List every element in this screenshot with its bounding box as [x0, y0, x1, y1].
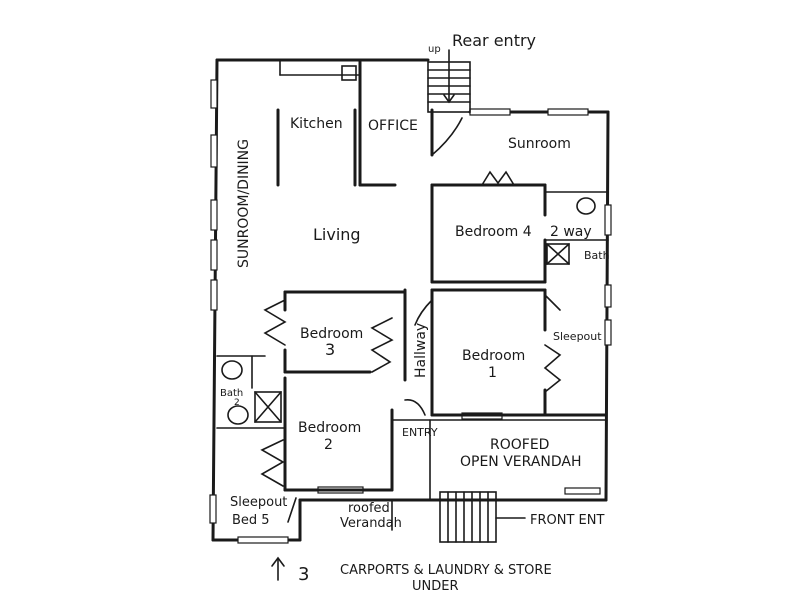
bedroom4-label: Bedroom 4 [455, 224, 532, 240]
two-way-label: 2 way [550, 224, 592, 240]
footer-arrow-count: 3 [298, 564, 309, 585]
rear-entry-label: Rear entry [452, 31, 536, 50]
bath-label: Bath [584, 249, 610, 262]
roofed-verandah-label-1: roofed [348, 501, 390, 516]
verandah [391, 419, 607, 531]
bedroom1-walls [403, 288, 608, 417]
footer-up-arrow-icon [271, 556, 285, 581]
entry-label: ENTRY [402, 426, 438, 439]
living-label: Living [313, 225, 361, 244]
front-entry-label: FRONT ENT [530, 513, 604, 528]
bedroom3-number: 3 [325, 340, 335, 359]
sleepout-label: Sleepout [553, 330, 602, 343]
bedroom3-label: Bedroom [300, 326, 363, 342]
kitchen-office-walls [276, 59, 463, 187]
bath2-number: 2 [234, 398, 240, 408]
bedroom2-number: 2 [324, 437, 333, 453]
sunroom-dining-label: SUNROOM/DINING [236, 139, 252, 268]
bedroom2-label: Bedroom [298, 420, 361, 436]
bath2 [216, 355, 286, 429]
up-label: up [428, 44, 441, 55]
sunroom-label: Sunroom [508, 136, 571, 152]
rear-stairs [427, 49, 471, 113]
roofed-verandah-label-2: Verandah [340, 516, 402, 531]
front-stairs [439, 491, 526, 543]
bedroom4-walls [430, 170, 547, 284]
kitchen-label: Kitchen [290, 116, 343, 132]
hallway-label: Hallway [413, 323, 429, 378]
bedroom2-walls [260, 376, 394, 492]
bed5-label: Bed 5 [232, 513, 270, 528]
sleepout-bed5-label: Sleepout [230, 495, 287, 510]
bed5-divider [287, 497, 297, 523]
bedroom3-walls [263, 290, 407, 374]
footer-line1: CARPORTS & LAUNDRY & STORE [340, 563, 552, 578]
bath2-label: Bath [220, 388, 243, 399]
bedroom1-label: Bedroom [462, 348, 525, 364]
footer-line2: UNDER [412, 579, 459, 594]
bathroom-2way [544, 191, 609, 265]
bedroom1-number: 1 [488, 365, 497, 381]
office-label: OFFICE [368, 118, 418, 134]
open-verandah-label: OPEN VERANDAH [460, 454, 582, 470]
roofed-label: ROOFED [490, 437, 549, 453]
